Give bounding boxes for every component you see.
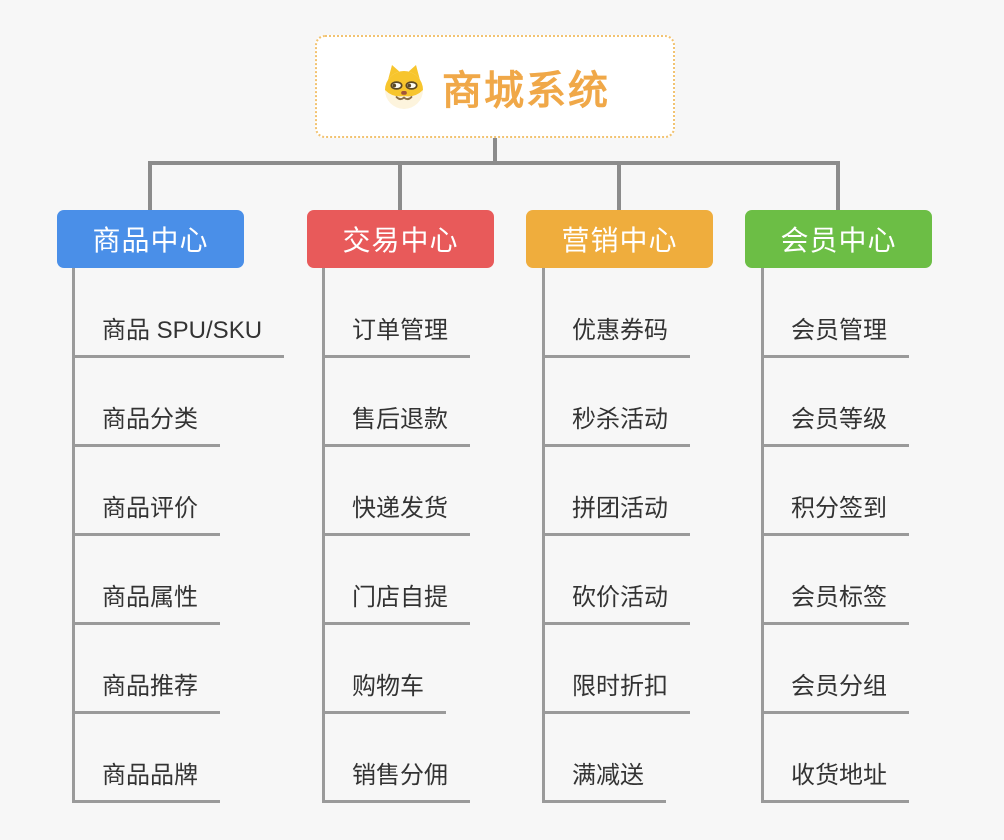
branch-node-marketing-center[interactable]: 营销中心 bbox=[526, 210, 713, 268]
leaf-node[interactable]: 满减送 bbox=[542, 759, 666, 803]
leaf-node[interactable]: 会员标签 bbox=[761, 581, 909, 625]
connector-drop-4 bbox=[836, 161, 840, 212]
leaf-node[interactable]: 会员等级 bbox=[761, 403, 909, 447]
leaf-node[interactable]: 会员分组 bbox=[761, 670, 909, 714]
leaf-node[interactable]: 拼团活动 bbox=[542, 492, 690, 536]
leaf-node[interactable]: 订单管理 bbox=[322, 314, 470, 358]
leaf-node[interactable]: 优惠券码 bbox=[542, 314, 690, 358]
leaf-node[interactable]: 收货地址 bbox=[761, 759, 909, 803]
leaf-node[interactable]: 积分签到 bbox=[761, 492, 909, 536]
leaf-node[interactable]: 商品分类 bbox=[72, 403, 220, 447]
leaf-node[interactable]: 砍价活动 bbox=[542, 581, 690, 625]
connector-drop-1 bbox=[148, 161, 152, 212]
connector-bus bbox=[148, 161, 840, 165]
branch-node-member-center[interactable]: 会员中心 bbox=[745, 210, 932, 268]
leaf-node[interactable]: 商品推荐 bbox=[72, 670, 220, 714]
branch-node-product-center[interactable]: 商品中心 bbox=[57, 210, 244, 268]
leaf-node[interactable]: 门店自提 bbox=[322, 581, 470, 625]
leaf-node[interactable]: 商品品牌 bbox=[72, 759, 220, 803]
leaf-node[interactable]: 秒杀活动 bbox=[542, 403, 690, 447]
branch-node-trade-center[interactable]: 交易中心 bbox=[307, 210, 494, 268]
connector-root-stem bbox=[493, 138, 497, 165]
leaf-node[interactable]: 会员管理 bbox=[761, 314, 909, 358]
leaf-node[interactable]: 商品评价 bbox=[72, 492, 220, 536]
leaf-node[interactable]: 快递发货 bbox=[322, 492, 470, 536]
dog-face-icon bbox=[380, 63, 428, 111]
leaf-node[interactable]: 限时折扣 bbox=[542, 670, 690, 714]
leaf-node[interactable]: 购物车 bbox=[322, 670, 446, 714]
root-node[interactable]: 商城系统 bbox=[315, 35, 675, 138]
leaf-node[interactable]: 销售分佣 bbox=[322, 759, 470, 803]
connector-drop-2 bbox=[398, 161, 402, 212]
leaf-node[interactable]: 商品 SPU/SKU bbox=[72, 314, 285, 358]
leaf-node[interactable]: 商品属性 bbox=[72, 581, 220, 625]
connector-drop-3 bbox=[617, 161, 621, 212]
leaf-node[interactable]: 售后退款 bbox=[322, 403, 470, 447]
root-title: 商城系统 bbox=[442, 68, 610, 113]
